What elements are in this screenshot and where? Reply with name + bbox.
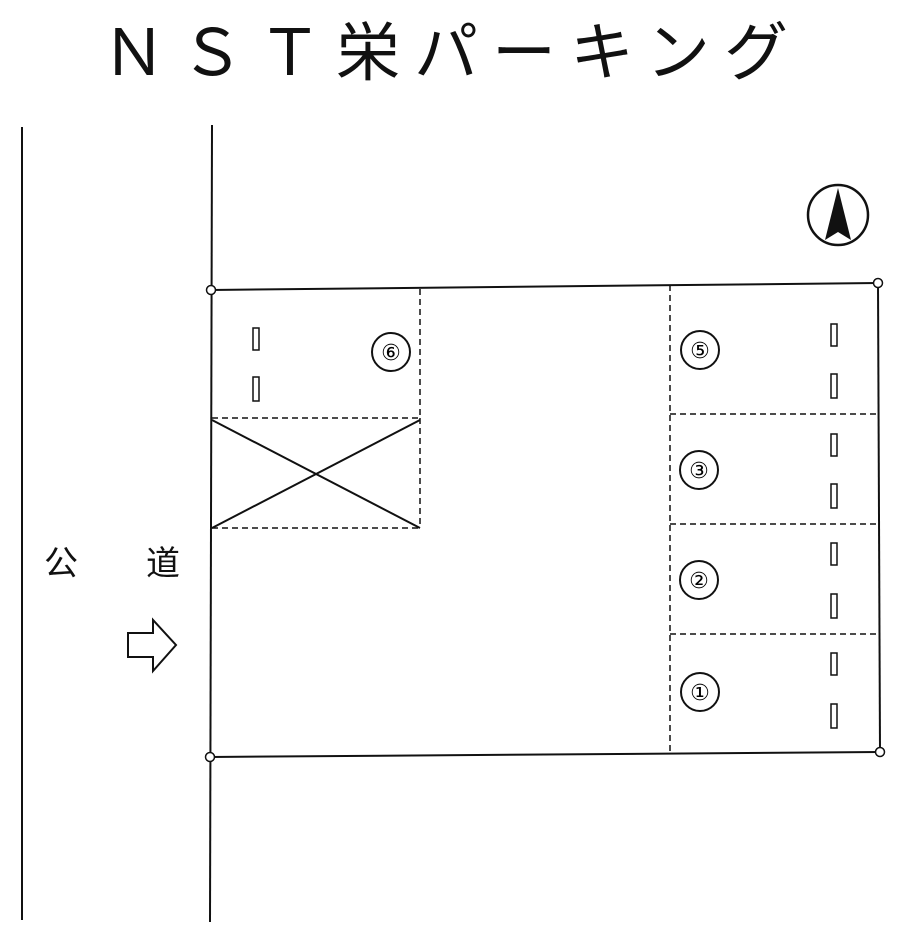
lot-boundary — [209, 282, 881, 758]
space-number-2: ② — [689, 569, 709, 594]
space-number-6: ⑥ — [381, 341, 401, 366]
boundary-marker-icons — [204, 277, 886, 763]
road-label-char-2: 道 — [146, 544, 180, 584]
space-3-marker: ③ — [679, 450, 719, 490]
north-arrow-icon — [806, 183, 870, 247]
space-5-marker: ⑤ — [680, 330, 720, 370]
arrow-right-icon — [127, 617, 178, 674]
space-6-marker: ⑥ — [371, 332, 411, 372]
road-edge-right — [209, 124, 213, 923]
parking-title: ＮＳＴ栄パーキング — [101, 17, 803, 91]
space-number-3: ③ — [689, 459, 709, 484]
space-number-5: ⑤ — [690, 339, 710, 364]
wheel-stop-icons — [252, 323, 838, 729]
space-1-marker: ① — [680, 672, 720, 712]
road-label-char-1: 公 — [44, 544, 78, 584]
no-parking-cross-area — [211, 419, 421, 529]
space-2-marker: ② — [679, 560, 719, 600]
space-number-1: ① — [690, 681, 710, 706]
stall-dividers — [212, 285, 878, 753]
